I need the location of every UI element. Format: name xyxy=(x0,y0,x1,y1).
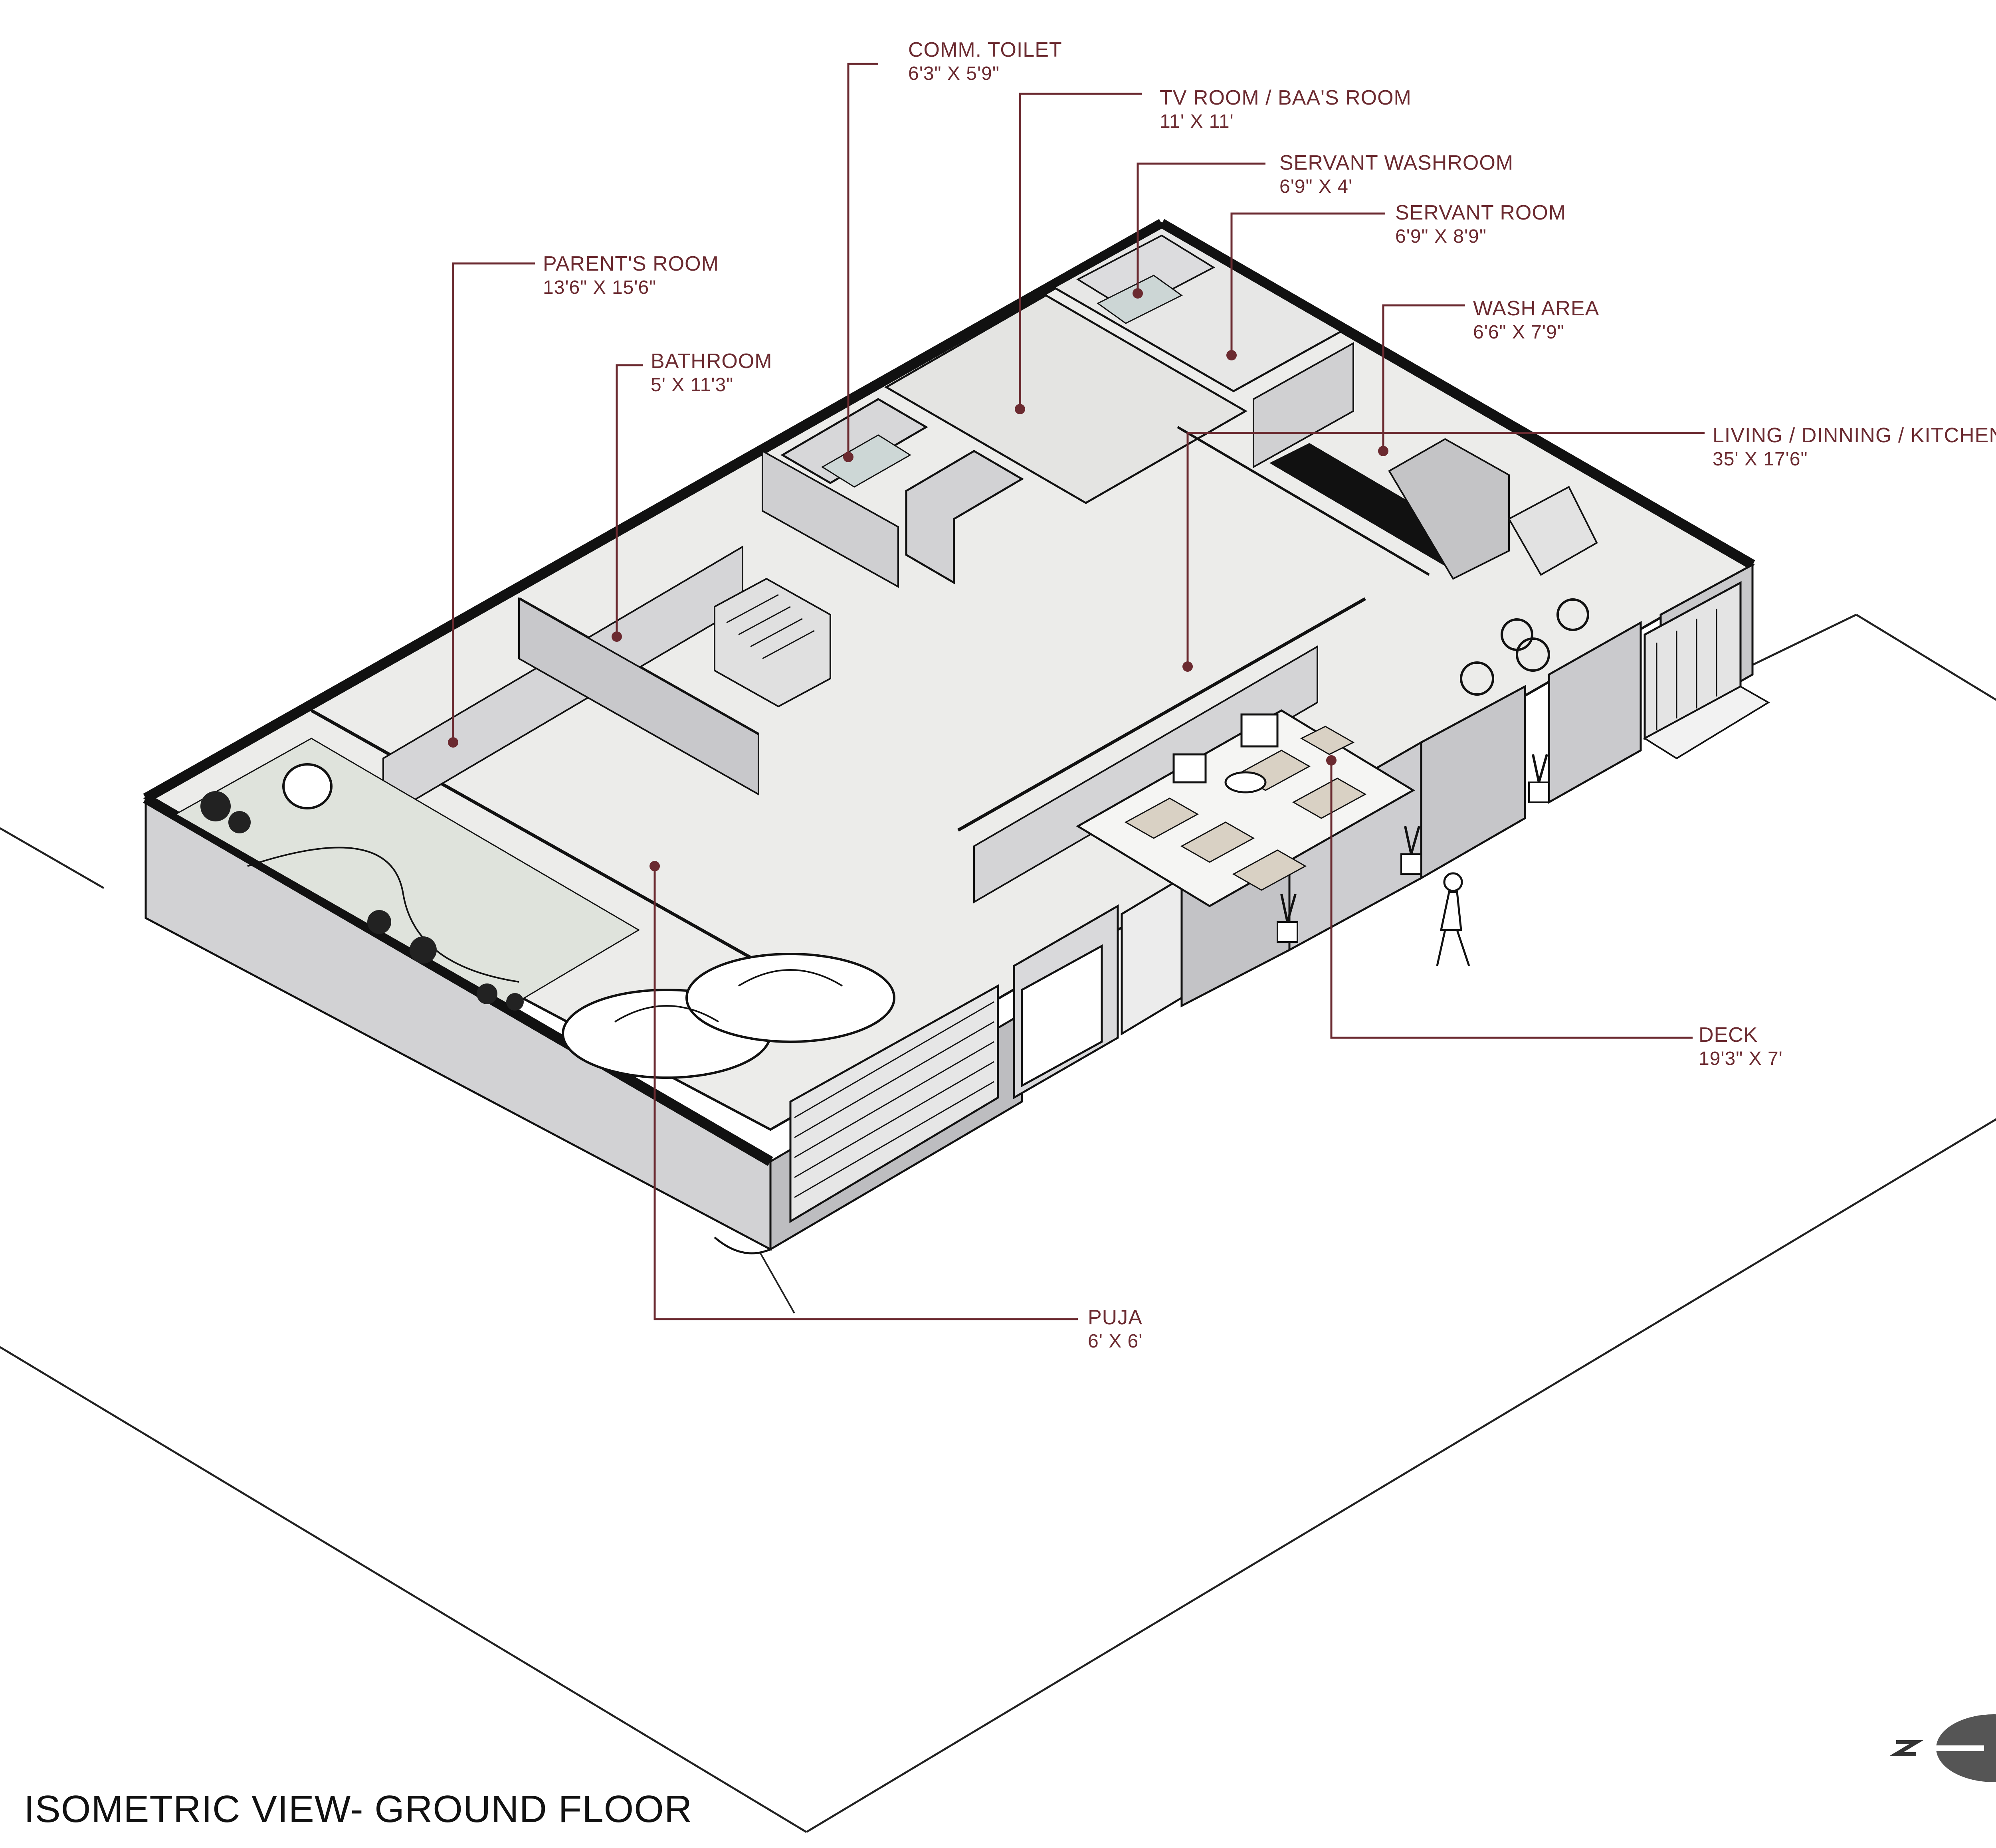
room-labels: COMM. TOILET 6'3" X 5'9" TV ROOM / BAA'S… xyxy=(543,38,1996,1352)
north-arrow-icon xyxy=(1889,1714,1996,1782)
drawing-title: ISOMETRIC VIEW- GROUND FLOOR xyxy=(24,1788,692,1830)
room-label-deck: DECK xyxy=(1699,1023,1758,1047)
room-label-servant-washroom: SERVANT WASHROOM xyxy=(1279,151,1513,174)
garden-plants xyxy=(200,791,524,1011)
swing-chair-icon xyxy=(282,763,333,809)
room-label-wash-area: WASH AREA xyxy=(1473,297,1599,320)
front-wall-4 xyxy=(1420,685,1526,880)
room-size-living: 35' X 17'6" xyxy=(1713,449,1808,470)
room-label-parents-room: PARENT'S ROOM xyxy=(543,252,719,275)
motorcycles xyxy=(1460,598,1589,696)
front-gate-garage xyxy=(789,984,999,1223)
gate-slats xyxy=(794,1001,994,1198)
site-plot xyxy=(0,613,1996,1833)
room-size-servant-room: 6'9" X 8'9" xyxy=(1395,226,1487,247)
room-label-comm-toilet: COMM. TOILET xyxy=(908,38,1062,61)
room-size-servant-washroom: 6'9" X 4' xyxy=(1279,176,1352,197)
deck-tiles xyxy=(1124,726,1367,891)
room-label-tv-room: TV ROOM / BAA'S ROOM xyxy=(1160,86,1412,109)
staircase-right xyxy=(1508,486,1598,576)
room-size-bathroom: 5' X 11'3" xyxy=(651,374,733,396)
toilet-block xyxy=(780,398,928,484)
room-label-puja: PUJA xyxy=(1088,1306,1143,1329)
deck-furniture xyxy=(1172,713,1279,793)
room-size-tv-room: 11' X 11' xyxy=(1160,111,1234,132)
garden xyxy=(174,738,640,1007)
room-size-wash-area: 6'6" X 7'9" xyxy=(1473,322,1564,343)
room-label-bathroom: BATHROOM xyxy=(651,350,772,373)
label-leaders xyxy=(448,63,1705,1320)
room-size-parents-room: 13'6" X 15'6" xyxy=(543,277,656,298)
building xyxy=(143,219,1770,1254)
room-size-puja: 6' X 6' xyxy=(1088,1331,1143,1352)
room-size-comm-toilet: 6'3" X 5'9" xyxy=(908,63,1000,84)
front-wall-5 xyxy=(1548,621,1642,804)
person-figure xyxy=(1436,872,1470,966)
tv-room-block xyxy=(884,294,1248,504)
room-size-deck: 19'3" X 7' xyxy=(1699,1048,1783,1069)
room-label-living: LIVING / DINNING / KITCHEN xyxy=(1713,424,1996,447)
room-label-servant-room: SERVANT ROOM xyxy=(1395,201,1566,224)
parked-cars xyxy=(562,953,895,1079)
potted-plants xyxy=(1277,754,1550,943)
staircase-center xyxy=(714,578,831,708)
